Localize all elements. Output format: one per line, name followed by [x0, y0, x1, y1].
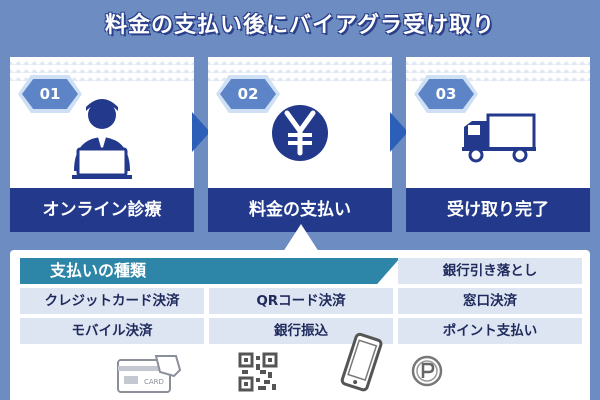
yen-coin-icon	[272, 105, 328, 161]
step-number: 01	[22, 79, 78, 109]
payment-method-qr-code: QRコード決済	[209, 288, 393, 314]
payment-method-credit-card: クレジットカード決済	[20, 288, 204, 314]
step-badge: 03	[414, 75, 478, 113]
delivery-truck-icon	[462, 113, 536, 163]
step-card-online-consultation: 01 オンライン診療	[10, 57, 194, 232]
step-badge: 02	[216, 75, 280, 113]
step-card-delivery: 03 受け取り完了	[406, 57, 590, 232]
step-badge: 01	[18, 75, 82, 113]
step-label: 受け取り完了	[406, 188, 590, 232]
credit-card-icon: CARD	[117, 355, 182, 393]
payment-method-counter: 窓口決済	[398, 288, 582, 314]
payment-method-mobile: モバイル決済	[20, 318, 204, 344]
smartphone-icon	[340, 332, 383, 392]
step-card-payment: 02 料金の支払い	[208, 57, 392, 232]
card-text: CARD	[144, 378, 164, 386]
page-title: 料金の支払い後にバイアグラ受け取り	[105, 13, 495, 38]
step-label: 料金の支払い	[208, 188, 392, 232]
step-label: オンライン診療	[10, 188, 194, 232]
payment-methods-panel: 支払いの種類 銀行引き落とし クレジットカード決済 QRコード決済 窓口決済 モ…	[10, 250, 590, 400]
payment-method-points: ポイント支払い	[398, 318, 582, 344]
qr-code-icon	[238, 352, 278, 392]
step-number: 03	[418, 79, 474, 109]
payment-method-bank-debit: 銀行引き落とし	[398, 258, 582, 284]
step-number: 02	[220, 79, 276, 109]
payment-types-header: 支払いの種類	[20, 258, 400, 284]
doctor-laptop-icon	[72, 99, 132, 179]
point-coin-icon	[411, 355, 443, 387]
